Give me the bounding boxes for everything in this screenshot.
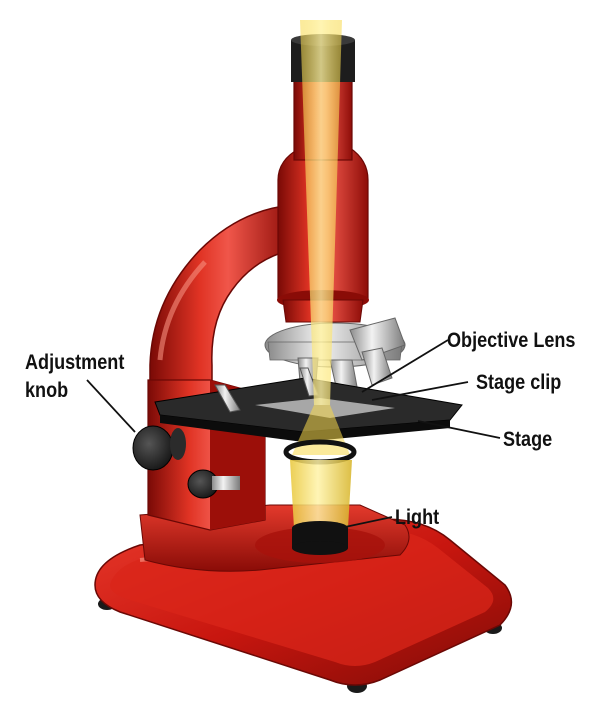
leader-stage-clip [371,381,469,401]
adjustment-knob [132,425,174,471]
label-adjustment-knob-line1: Adjustment [25,351,125,374]
leader-stage [417,420,501,439]
label-leader-lines [86,339,501,528]
adjustment-knobs [132,425,240,499]
label-light: Light [395,506,440,529]
leader-light [344,516,393,528]
label-stage: Stage [503,428,553,451]
label-objective-lens: Objective Lens [447,329,576,352]
label-stage-clip: Stage clip [476,371,562,394]
label-adjustment-knob-line2: knob [25,379,69,402]
leader-adjustment-knob [86,379,136,433]
stage-clip [214,384,241,413]
light-source [283,439,357,555]
leader-objective-lens [361,339,449,393]
